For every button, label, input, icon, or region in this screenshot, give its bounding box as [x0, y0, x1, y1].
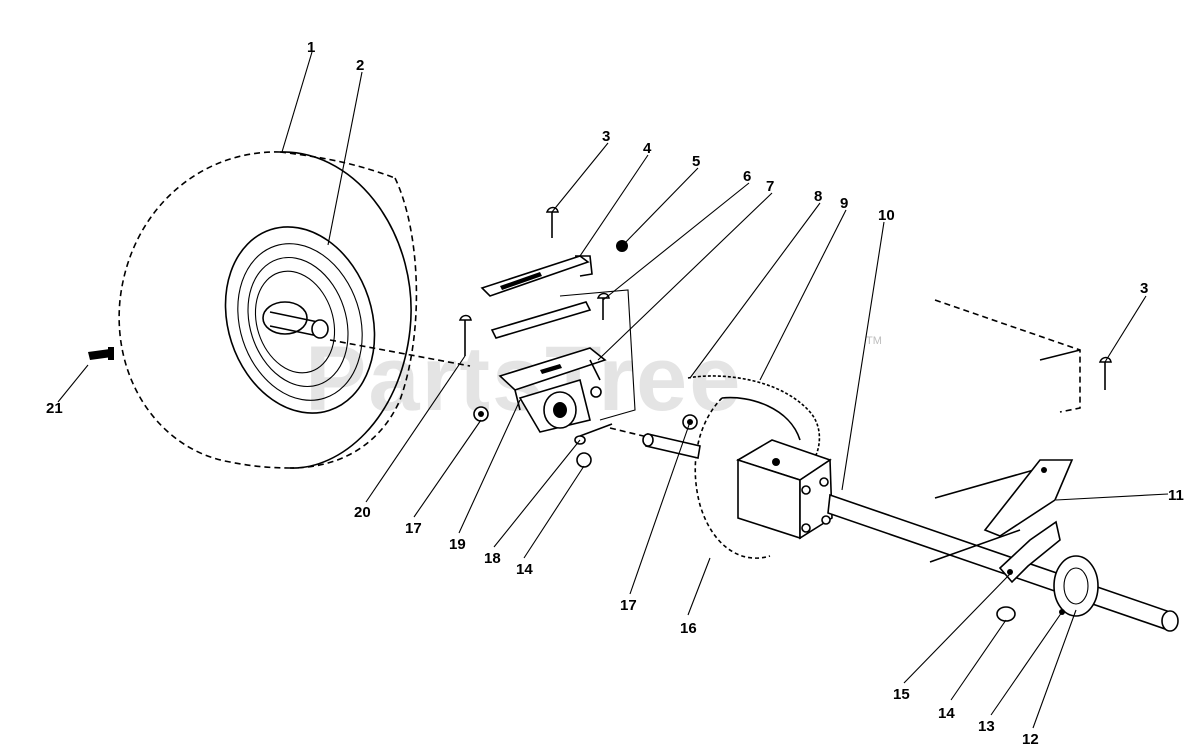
- callout-3: 3: [602, 128, 610, 145]
- bolt-part-21: [88, 347, 114, 360]
- callout-8: 8: [814, 188, 822, 205]
- callout-20: 20: [354, 504, 371, 521]
- callout-12: 12: [1022, 731, 1039, 748]
- callout-21: 21: [46, 400, 63, 417]
- callout-9: 9: [840, 195, 848, 212]
- callout-17-left: 17: [405, 520, 422, 537]
- callout-4: 4: [643, 140, 652, 157]
- callout-1: 1: [307, 39, 315, 56]
- callout-5: 5: [692, 153, 700, 170]
- bracket-assembly: [458, 206, 636, 468]
- callout-6: 6: [743, 168, 751, 185]
- callout-19: 19: [449, 536, 466, 553]
- callout-3-right: 3: [1140, 280, 1148, 297]
- callout-7: 7: [766, 178, 774, 195]
- gearbox-axle-assembly: [736, 299, 1179, 632]
- callout-13: 13: [978, 718, 995, 735]
- callout-17-right: 17: [620, 597, 637, 614]
- callout-18: 18: [484, 550, 501, 567]
- callout-labels: 1 2 3 4 5 6 7 8 9 10 3 11 12 13 14 15 16…: [46, 39, 1184, 748]
- callout-14-left: 14: [516, 561, 533, 578]
- callout-2: 2: [356, 57, 364, 74]
- callout-15: 15: [893, 686, 910, 703]
- callout-10: 10: [878, 207, 895, 224]
- callout-16: 16: [680, 620, 697, 637]
- leader-lines: [57, 51, 1169, 729]
- callout-14-right: 14: [938, 705, 955, 722]
- wheel-tire: [118, 151, 418, 469]
- callout-11: 11: [1168, 487, 1184, 504]
- watermark-trademark: TM: [866, 335, 882, 347]
